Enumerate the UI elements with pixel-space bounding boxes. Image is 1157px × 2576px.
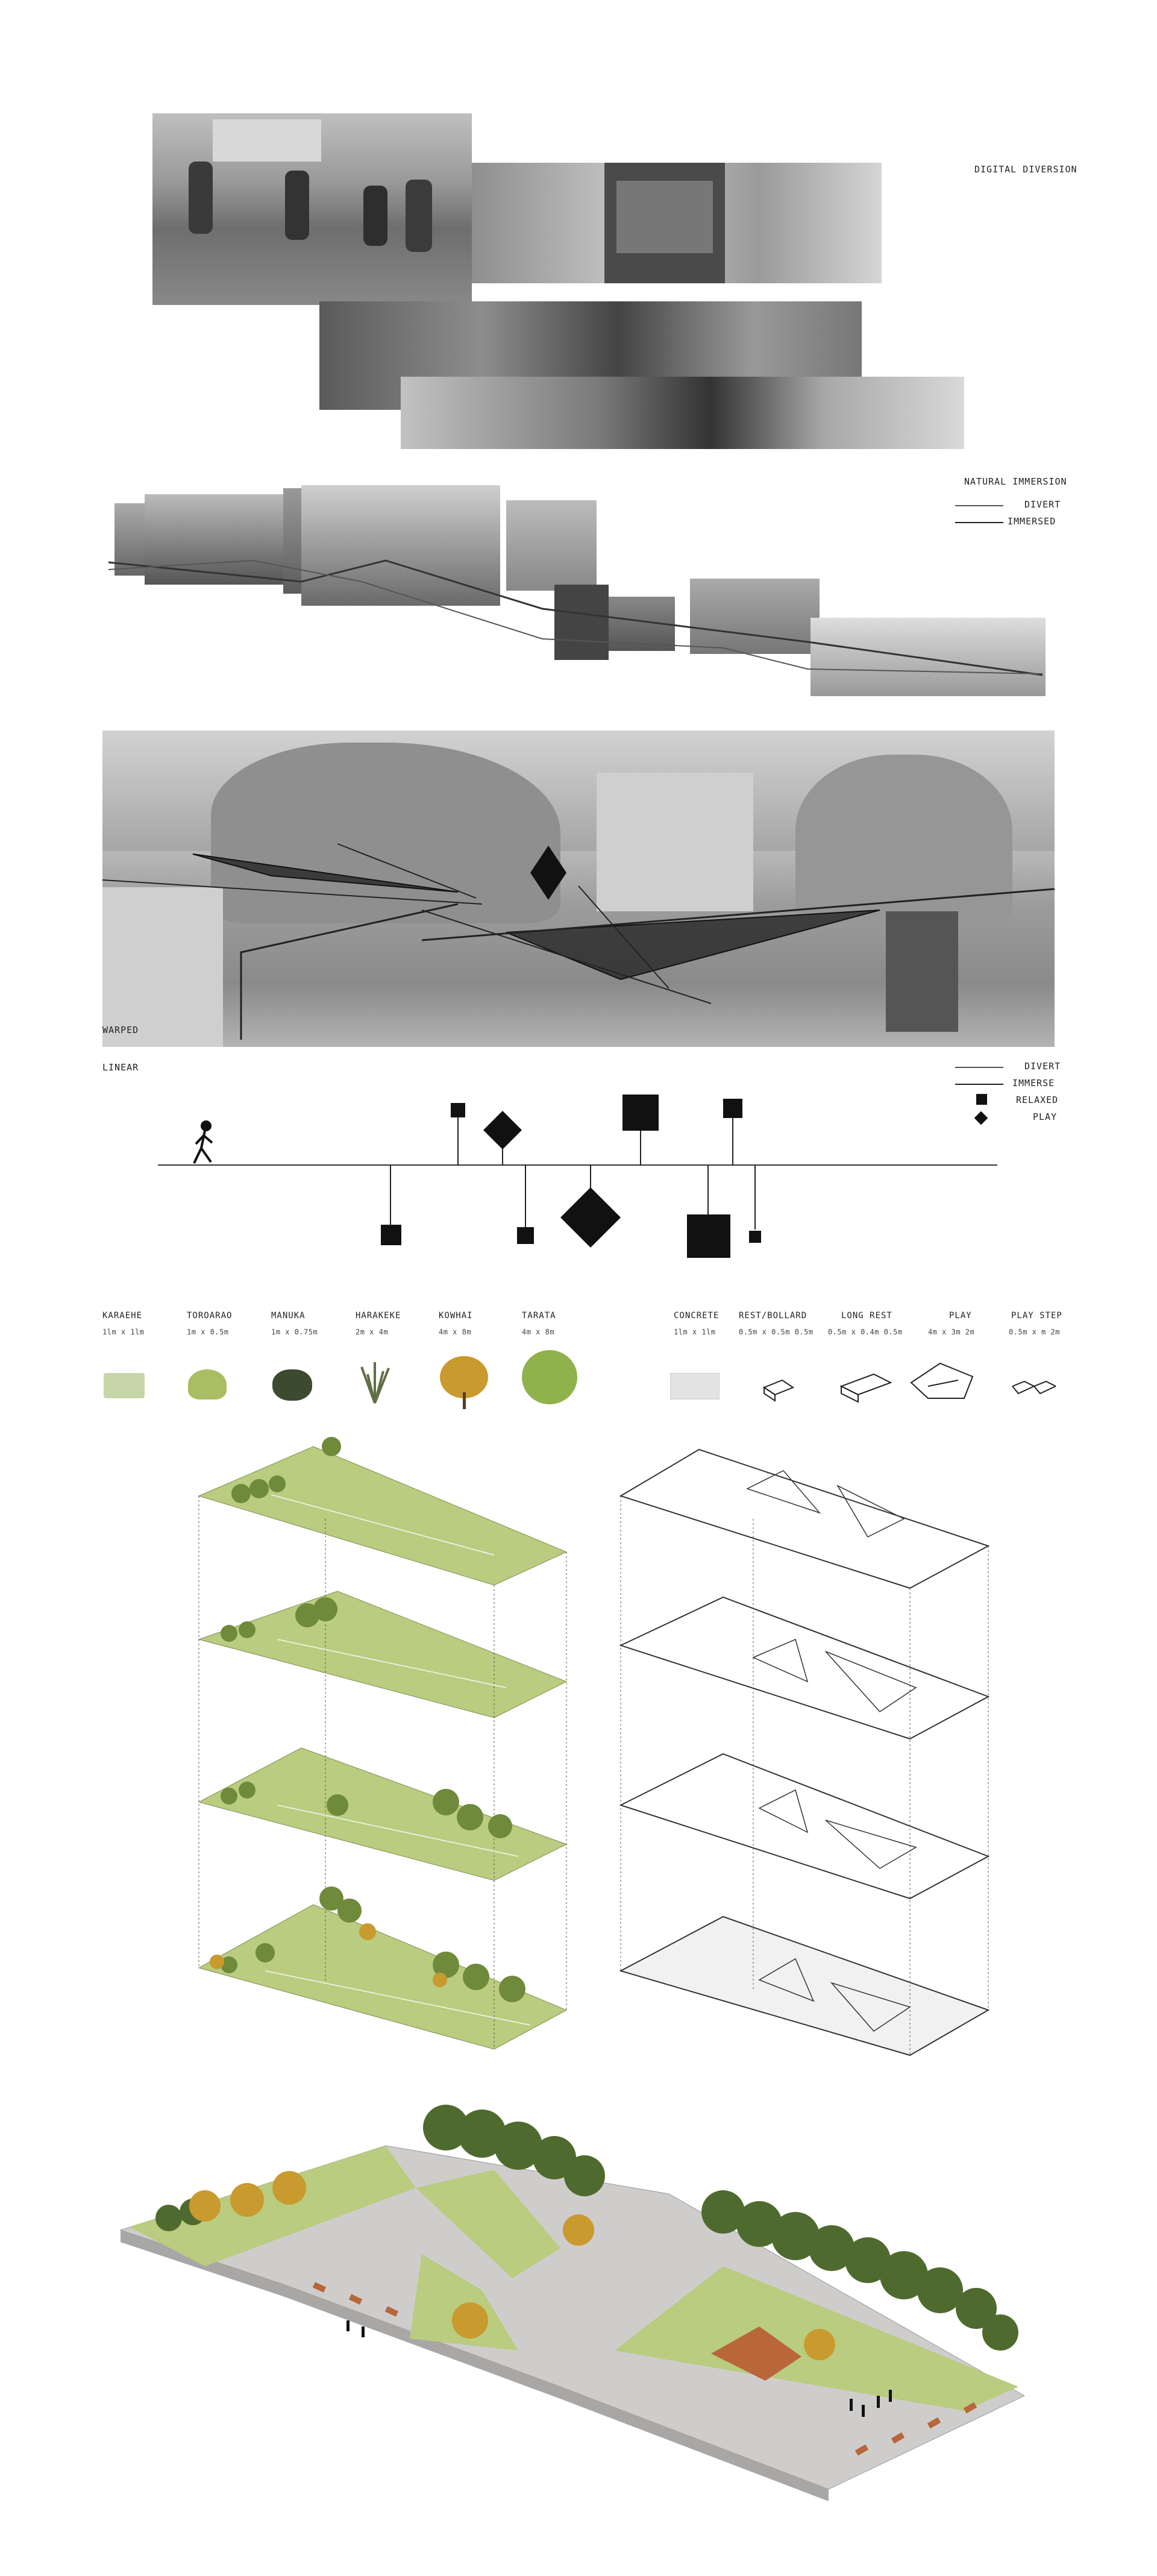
photo-immersion-2 (145, 494, 289, 585)
tarata-icon (522, 1350, 577, 1404)
kowhai-trunk (463, 1392, 466, 1409)
section-title-linear: LINEAR (102, 1062, 139, 1073)
material-name: CONCRETE (674, 1311, 720, 1321)
plant-name: KOWHAI (439, 1311, 473, 1321)
play-icon (910, 1362, 974, 1399)
photo-people-standing (152, 113, 472, 305)
photo-street-strip (401, 377, 964, 449)
plant-name: HARAKEKE (356, 1311, 401, 1321)
manuka-icon (272, 1369, 312, 1401)
photo-immersion-5 (506, 500, 597, 591)
square-marker-icon (976, 1094, 987, 1105)
lawn-centre (416, 2170, 560, 2278)
plant-name: TARATA (522, 1311, 556, 1321)
toroaro-icon (188, 1369, 227, 1400)
plant-size: 2m x 4m (356, 1328, 389, 1336)
material-name: PLAY STEP (1011, 1311, 1062, 1321)
plant-name: TOROARAO (187, 1311, 233, 1321)
diamond-marker-icon (530, 846, 566, 900)
photo-immersion-6 (554, 585, 609, 660)
legend-relaxed: RELAXED (1016, 1095, 1059, 1105)
section-title-natural-immersion: NATURAL IMMERSION (964, 476, 1067, 487)
legend-immerse: IMMERSE (1012, 1078, 1055, 1089)
play-structure (711, 2326, 801, 2381)
site-paving (119, 2145, 1026, 2490)
plant-name: MANUKA (271, 1311, 306, 1321)
plant-name: KARAEHE (102, 1311, 143, 1321)
photo-immersion-9 (811, 618, 1046, 696)
lawn-mound (410, 2254, 518, 2351)
concrete-swatch (670, 1373, 720, 1400)
walking-person-icon (193, 1120, 213, 1164)
legend-immersed: IMMERSED (1008, 516, 1056, 527)
kowhai-icon (440, 1356, 488, 1398)
photo-phone-in-hand (472, 163, 882, 283)
legend-line-immerse (955, 1084, 1003, 1085)
legend-line-divert (955, 505, 1003, 506)
material-size: 4m x 3m 2m (928, 1328, 975, 1336)
material-name: LONG REST (841, 1311, 892, 1321)
plant-size: 1m x 0.75m (271, 1328, 318, 1336)
plant-size: 4m x 8m (439, 1328, 472, 1336)
section-title-warped: WARPED (102, 1025, 139, 1035)
legend-play: PLAY (1033, 1111, 1058, 1122)
legend-line-divert-2 (955, 1067, 1003, 1068)
material-size: 0.5m x m 2m (1009, 1328, 1060, 1336)
material-size: 1lm x 1lm (674, 1328, 716, 1336)
material-name: REST/BOLLARD (739, 1311, 807, 1321)
lawn-left (130, 2146, 416, 2266)
site-base-edge (121, 2230, 829, 2501)
karaehe-icon (104, 1373, 145, 1398)
material-name: PLAY (949, 1311, 972, 1321)
material-size: 0.5m x 0.4m 0.5m (828, 1328, 903, 1336)
section-title-digital-diversion: DIGITAL DIVERSION (974, 164, 1077, 175)
plant-size: 4m x 8m (522, 1328, 555, 1336)
legend-line-immersed (955, 522, 1003, 523)
plant-size: 1m x 0.5m (187, 1328, 229, 1336)
material-size: 0.5m x 0.5m 0.5m (739, 1328, 814, 1336)
legend-divert: DIVERT (1024, 499, 1061, 510)
legend-divert-2: DIVERT (1024, 1061, 1061, 1072)
plant-size: 1lm x 1lm (102, 1328, 145, 1336)
